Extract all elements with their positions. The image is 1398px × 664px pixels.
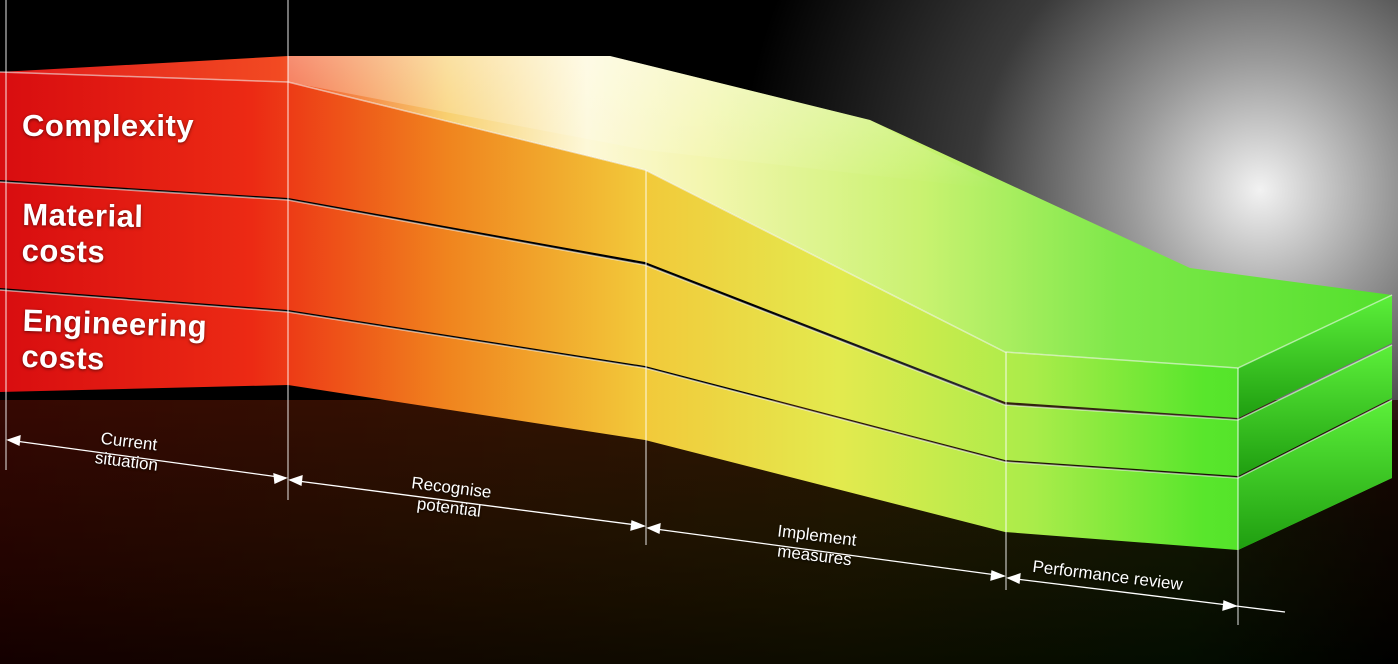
phase-dividers <box>5 0 1239 625</box>
top-surface-shine <box>288 56 1005 190</box>
edge-highlights <box>0 71 1393 479</box>
timeline-arrows <box>6 435 1286 613</box>
layer-label-line: Material <box>22 196 144 235</box>
phase-label-current-situation: Current situation <box>94 428 162 475</box>
band-complexity <box>0 72 1392 418</box>
band-engineering-costs <box>0 290 1392 550</box>
layer-label-complexity: Complexity <box>22 108 194 144</box>
band-material-costs <box>0 182 1392 476</box>
band-material-costs-side <box>1238 345 1392 476</box>
layer-label-engineering-costs: Engineering costs <box>21 303 208 381</box>
band-complexity-side <box>1238 295 1392 418</box>
layer-label-material-costs: Material costs <box>21 197 143 271</box>
top-surface <box>0 56 1392 368</box>
layer-label-line: costs <box>20 338 106 377</box>
layer-label-line: Complexity <box>22 108 195 143</box>
band-engineering-costs-side <box>1238 400 1392 550</box>
layer-label-line: costs <box>21 232 106 270</box>
